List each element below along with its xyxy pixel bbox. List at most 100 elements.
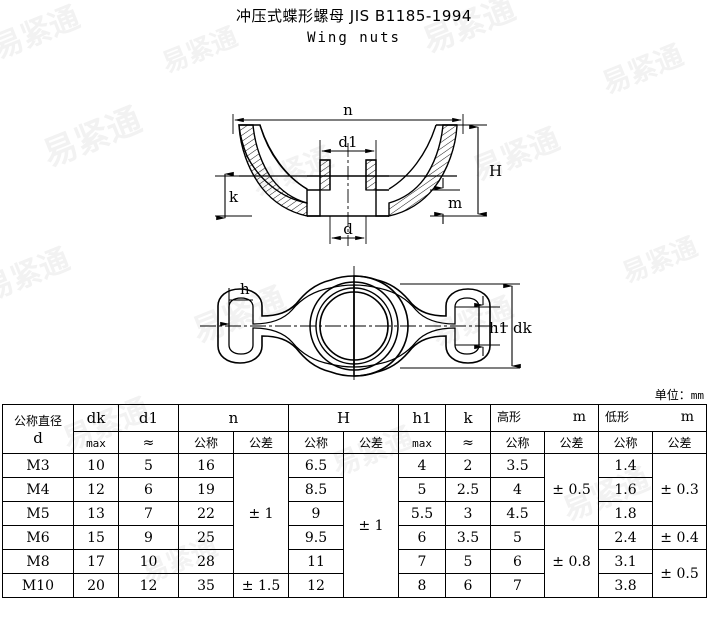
col-header-d1: d1 [118,404,179,432]
cell-k: 5 [445,549,492,574]
cell-gaoxing-nominal: 5 [490,525,546,550]
cell-gaoxing-tolerance: ± 0.8 [544,525,600,598]
cell-H-nominal: 11 [288,549,345,574]
dim-label-d1: d1 [338,133,357,151]
cell-dixing-nominal: 3.8 [598,573,654,598]
cell-dixing-nominal: 2.4 [598,525,654,550]
cell-dixing-nominal: 3.1 [598,549,654,574]
col-subheader-gaoxing-nominal: 公称 [490,431,546,454]
cell-dk: 15 [73,525,119,550]
table-row: M6 15 9 25 9.5 6 3.5 5 ± 0.8 2.4 ± 0.4 [2,525,708,598]
boss-wall-left-hatch [319,159,331,191]
cell-h1: 5.5 [398,501,447,526]
left-wing-inner-face [259,124,308,190]
spec-table-container: 公称直径 d dk d1 n H h [2,404,708,598]
col-header-k: k [445,404,492,432]
technical-drawings: n d1 H k m [0,48,708,380]
cell-H-nominal: 9 [288,501,345,526]
cell-n-tolerance: ± 1.5 [232,573,290,598]
cell-dk: 12 [73,477,119,502]
cell-gaoxing-nominal: 4.5 [490,501,546,526]
col-header-n: n [177,404,290,432]
unit-note: 单位：mm [655,386,704,403]
dim-label-h1: h1 [489,319,508,337]
col-header-nominal-diameter-sym: d [33,428,43,447]
dim-label-dk: dk [513,319,533,337]
cell-h1: 6 [398,525,447,550]
dim-label-H: H [489,162,502,180]
unit-note-value: mm [690,389,704,402]
cell-k: 2 [445,453,492,478]
dim-label-d: d [343,220,353,238]
col-subheader-n-nominal: 公称 [178,431,234,454]
cell-k: 2.5 [445,477,492,502]
dim-label-m: m [448,194,462,212]
cell-dk: 17 [73,549,119,574]
cell-d: M5 [2,501,74,526]
cell-d1: 12 [118,573,179,598]
cell-H-tolerance: ± 1 [343,453,400,598]
col-header-dixing: 低形 m [598,404,708,432]
dim-label-h: h [240,280,250,298]
right-wing-inner-face [388,124,437,190]
cell-d: M3 [2,453,74,478]
cell-d: M8 [2,549,74,574]
cell-n-nominal: 25 [178,525,234,550]
cell-k: 3.5 [445,525,492,550]
cell-n-nominal: 16 [178,453,234,478]
col-header-gaoxing-m: m [572,409,587,425]
col-subheader-gaoxing-tolerance: 公差 [544,431,600,454]
cell-h1: 4 [398,453,447,478]
right-shell-lower [375,189,389,217]
col-header-h1: h1 [398,404,447,432]
cell-dk: 13 [73,501,119,526]
cell-dixing-nominal: 1.4 [598,453,654,478]
cell-n-nominal: 22 [178,501,234,526]
cell-d1: 5 [118,453,179,478]
table-row: M3 10 5 16 ± 1 6.5 ± 1 4 2 3.5 ± 0.5 1.4… [2,453,708,598]
cell-h1: 8 [398,573,447,598]
col-subheader-n-tolerance: 公差 [232,431,290,454]
cell-n-tolerance: ± 1 [232,453,290,574]
page-subtitle: Wing nuts [307,30,401,46]
title-block: 冲压式蝶形螺母 JIS B1185-1994 Wing nuts [0,6,708,48]
col-subheader-dk-max: max [73,431,119,454]
cell-dk: 20 [73,573,119,598]
cell-dk: 10 [73,453,119,478]
page-title: 冲压式蝶形螺母 JIS B1185-1994 [236,7,472,25]
col-header-nominal-diameter-cn: 公称直径 [13,413,62,428]
col-header-dixing-m: m [680,409,695,425]
col-subheader-dixing-nominal: 公称 [598,431,654,454]
spec-table: 公称直径 d dk d1 n H h [2,404,708,598]
cell-dixing-nominal: 1.6 [598,477,654,502]
cell-gaoxing-nominal: 3.5 [490,453,546,478]
cell-n-nominal: 35 [178,573,234,598]
boss-wall-right-hatch [365,159,377,191]
cell-gaoxing-nominal: 6 [490,549,546,574]
cell-k: 6 [445,573,492,598]
table-row: M10 20 12 35 ± 1.5 12 8 6 7 3.8 [2,573,707,598]
cell-dixing-nominal: 1.8 [598,501,654,526]
col-header-dk: dk [73,404,119,432]
left-shell-lower [307,189,321,217]
cell-dixing-tolerance: ± 0.3 [652,453,708,526]
cell-h1: 5 [398,477,447,502]
right-shell-hatch [388,124,458,217]
cell-dixing-tolerance: ± 0.4 [652,525,708,550]
cell-k: 3 [445,501,492,526]
bottom-plan-view: h h1 dk [200,266,533,380]
col-subheader-h1-max: max [398,431,447,454]
table-header-row-bottom: max ≈ 公称 公差 公称 公差 [3,431,708,454]
cell-H-nominal: 12 [288,573,345,598]
cell-dixing-tolerance: ± 0.5 [652,549,708,598]
cell-H-nominal: 8.5 [288,477,345,502]
cell-d1: 6 [118,477,179,502]
col-header-gaoxing: 高形 m [490,404,600,432]
cell-H-nominal: 6.5 [288,453,345,478]
unit-note-label: 单位： [654,388,691,402]
col-header-H: H [288,404,400,432]
col-header-gaoxing-label: 高形 [497,410,522,424]
col-subheader-H-tolerance: 公差 [343,431,400,454]
plan-inner-outline-right [353,284,480,368]
